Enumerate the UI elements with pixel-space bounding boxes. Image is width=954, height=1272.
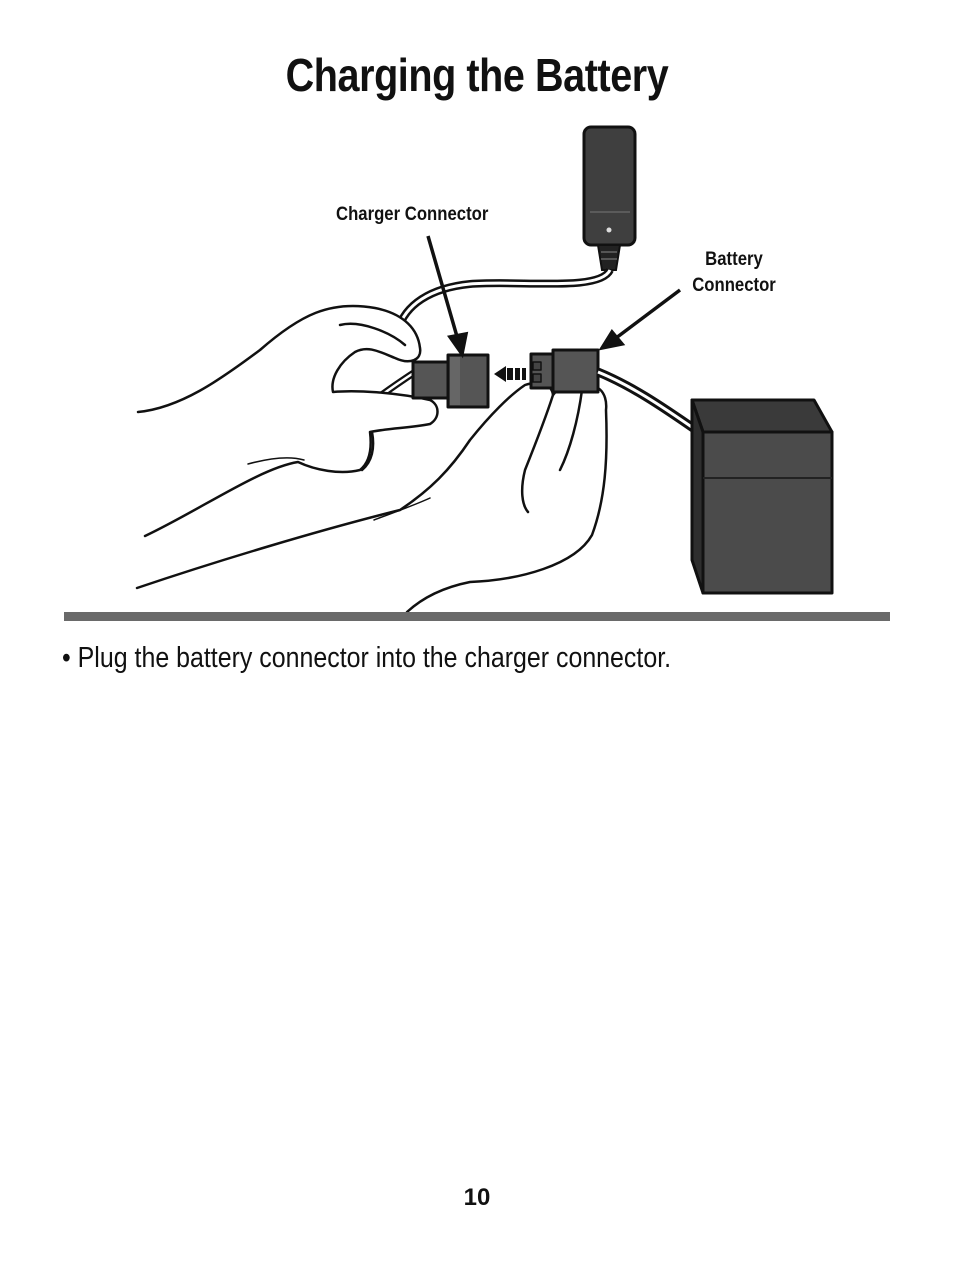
- insert-arrow: [494, 366, 526, 382]
- charging-illustration: [135, 125, 834, 614]
- charger-adapter: [582, 125, 637, 271]
- charger-connector: [411, 353, 490, 409]
- right-hand: [135, 381, 608, 614]
- battery-connector-label: Battery Connector: [692, 247, 776, 299]
- instruction-text: Plug the battery connector into the char…: [77, 642, 672, 674]
- bullet: •: [62, 642, 71, 674]
- battery-connector-label-line1: Battery: [705, 249, 763, 270]
- page-number: 10: [463, 1184, 491, 1211]
- left-hand: [136, 304, 439, 538]
- section-divider: [64, 612, 890, 621]
- battery: [690, 398, 834, 595]
- battery-connector: [529, 348, 600, 394]
- instruction-item: • Plug the battery connector into the ch…: [62, 640, 671, 676]
- page-title: Charging the Battery: [285, 49, 669, 101]
- callout-lines: [426, 235, 682, 359]
- charger-connector-label: Charger Connector: [336, 204, 489, 225]
- battery-wire: [596, 367, 699, 434]
- battery-connector-label-line2: Connector: [692, 275, 776, 296]
